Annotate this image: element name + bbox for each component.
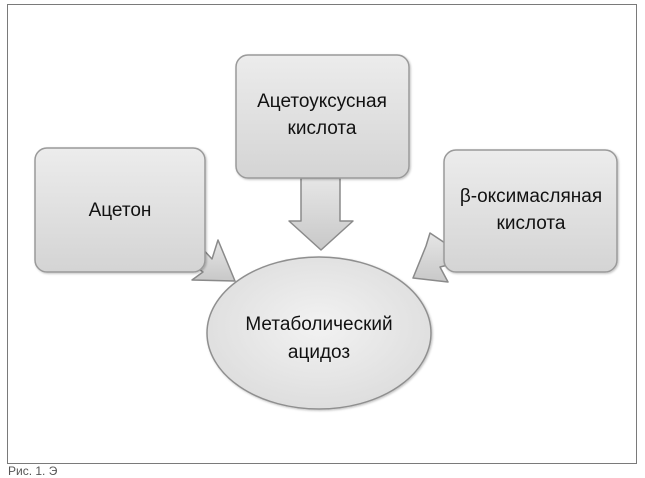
- node-metabolic-acidosis: Метаболический ацидоз: [206, 256, 432, 410]
- node-acetoacetic-acid: Ацетоуксусная кислота: [235, 54, 410, 179]
- node-acetone: Ацетон: [34, 147, 206, 273]
- node-acetoacetic-acid-line2: кислота: [288, 118, 357, 139]
- node-acetone-label: Ацетон: [89, 200, 152, 221]
- node-hydroxybutyric-acid-line2: кислота: [497, 213, 566, 234]
- figure-caption: Рис. 1. Э: [8, 464, 58, 478]
- node-acetoacetic-acid-line1: Ацетоуксусная: [257, 91, 387, 112]
- node-hydroxybutyric-acid: β-оксимасляная кислота: [443, 149, 618, 273]
- node-hydroxybutyric-acid-line1: β-оксимасляная: [460, 186, 602, 207]
- node-metabolic-acidosis-line2: ацидоз: [288, 342, 350, 363]
- node-metabolic-acidosis-line1: Метаболический: [245, 314, 392, 335]
- arrow-acetoacetic-to-acidosis: [288, 177, 354, 251]
